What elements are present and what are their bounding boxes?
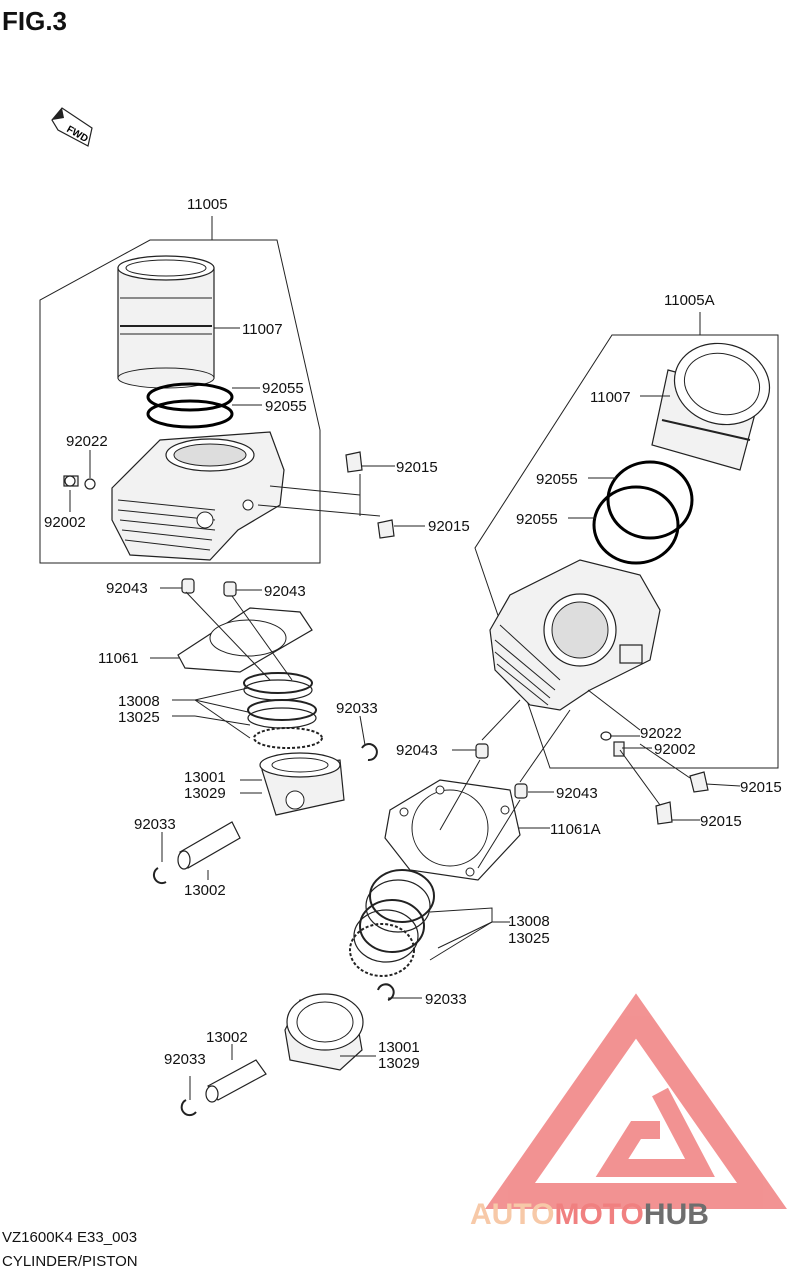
watermark-moto: MOTO — [554, 1198, 643, 1231]
piston-rings-left — [243, 672, 323, 749]
piston-left — [259, 752, 345, 816]
label-11005A: 11005A — [664, 292, 715, 309]
label-92033-c: 92033 — [425, 991, 467, 1008]
label-92002-right: 92002 — [654, 741, 696, 758]
label-92043-b: 92043 — [264, 583, 306, 600]
watermark-hub: HUB — [644, 1198, 709, 1231]
label-92015-d: 92015 — [700, 813, 742, 830]
base-gasket-right — [384, 779, 521, 881]
washer-92022-left — [84, 478, 96, 490]
dowel-92043-b — [223, 581, 237, 597]
figure-title: FIG.3 — [2, 6, 67, 36]
cylinder-block-left — [111, 431, 285, 561]
cylinder-liner-right — [651, 342, 771, 471]
watermark-logo — [485, 993, 787, 1209]
label-92043-c: 92043 — [396, 742, 438, 759]
right-cylinder-group: 11005A 11007 92055 92055 92022 92002 920… — [164, 292, 782, 1117]
label-13008-left: 13008 — [118, 693, 160, 710]
label-13001-left: 13001 — [184, 769, 226, 786]
diagram-caption: CYLINDER/PISTON — [2, 1253, 138, 1270]
stud-bolt-92002-left — [63, 475, 79, 487]
washer-92022-right — [600, 731, 612, 741]
piston-right — [284, 993, 364, 1071]
piston-pin-left — [177, 821, 241, 870]
label-92055-b: 92055 — [265, 398, 307, 415]
cap-nut-92015-upper-right — [689, 771, 709, 793]
label-92022-left: 92022 — [66, 433, 108, 450]
cap-nut-92015-lower-left — [377, 519, 395, 539]
piston-rings-right — [349, 869, 435, 977]
label-13029-right: 13029 — [378, 1055, 420, 1072]
stud-bolt-92002-right — [613, 741, 625, 757]
o-ring-lower-right — [592, 485, 680, 565]
label-92033-a: 92033 — [336, 700, 378, 717]
circlip-92033-a — [361, 743, 378, 762]
dowel-92043-c — [475, 743, 489, 759]
label-92033-d: 92033 — [164, 1051, 206, 1068]
label-13001-right: 13001 — [378, 1039, 420, 1056]
label-13025-right: 13025 — [508, 930, 550, 947]
label-92022-right: 92022 — [640, 725, 682, 742]
label-13002-left: 13002 — [184, 882, 226, 899]
left-cylinder-group: 11005 11007 92055 92055 92022 92002 9201… — [39, 196, 470, 899]
model-code: VZ1600K4 E33_003 — [2, 1229, 137, 1246]
watermark-auto: AUTO — [470, 1198, 554, 1231]
label-11061: 11061 — [98, 650, 139, 667]
o-ring-upper-left — [146, 382, 234, 412]
label-11007-right: 11007 — [590, 389, 631, 406]
label-92015-b: 92015 — [428, 518, 470, 535]
o-ring-lower-left — [146, 399, 234, 429]
label-92033-b: 92033 — [134, 816, 176, 833]
label-92043-d: 92043 — [556, 785, 598, 802]
cylinder-liner-left — [117, 255, 215, 389]
circlip-92033-b — [152, 867, 167, 885]
label-13025-left: 13025 — [118, 709, 160, 726]
label-13002-right: 13002 — [206, 1029, 248, 1046]
label-11005: 11005 — [187, 196, 228, 213]
label-11061A: 11061A — [550, 821, 601, 838]
cylinder-block-right — [489, 559, 661, 711]
piston-pin-right — [205, 1059, 267, 1103]
o-ring-upper-right — [606, 460, 694, 540]
cap-nut-92015-lower-right — [655, 801, 673, 825]
label-92055-d: 92055 — [516, 511, 558, 528]
label-13008-right: 13008 — [508, 913, 550, 930]
label-92002-left: 92002 — [44, 514, 86, 531]
label-92015-c: 92015 — [740, 779, 782, 796]
forward-arrow-icon: FWD — [51, 107, 93, 147]
dowel-92043-a — [181, 578, 195, 594]
base-gasket-left — [177, 607, 313, 673]
circlip-92033-d — [180, 1099, 197, 1117]
label-92055-c: 92055 — [536, 471, 578, 488]
dowel-92043-d — [514, 783, 528, 799]
label-11007-left: 11007 — [242, 321, 283, 338]
watermark-text: AUTOMOTOHUB — [470, 1198, 709, 1231]
label-13029-left: 13029 — [184, 785, 226, 802]
label-92055-a: 92055 — [262, 380, 304, 397]
cap-nut-92015-upper-left — [345, 451, 363, 473]
label-92015-a: 92015 — [396, 459, 438, 476]
label-92043-a: 92043 — [106, 580, 148, 597]
